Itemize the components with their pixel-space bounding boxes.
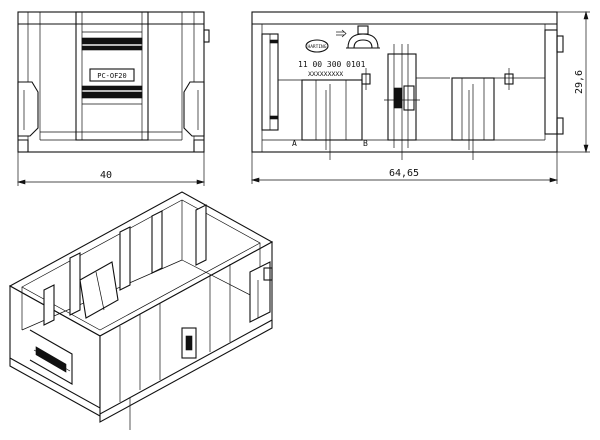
brand-badge — [305, 39, 329, 53]
label-b: B — [363, 139, 368, 148]
width-dimension: 40 — [100, 170, 112, 181]
part-number: 11 00 300 0101 — [298, 60, 366, 69]
arrow-icon — [336, 29, 347, 38]
front-view: PC-OF20 40 — [16, 11, 210, 186]
part-code-box — [89, 68, 135, 82]
label-a: A — [292, 139, 297, 148]
length-dimension: 64,65 — [389, 168, 419, 179]
right-clip — [183, 81, 205, 137]
serial-placeholder: XXXXXXXXX — [308, 70, 343, 78]
side-view: HARTING 11 00 300 0101 XXXXXXXXX — [250, 10, 590, 184]
isometric-view — [8, 191, 274, 430]
lifting-hook-icon — [346, 25, 380, 49]
left-clip — [17, 81, 39, 137]
brand-label: HARTING — [308, 44, 327, 50]
height-dimension: 29,6 — [574, 70, 585, 94]
part-code-label: PC-OF20 — [97, 72, 127, 80]
